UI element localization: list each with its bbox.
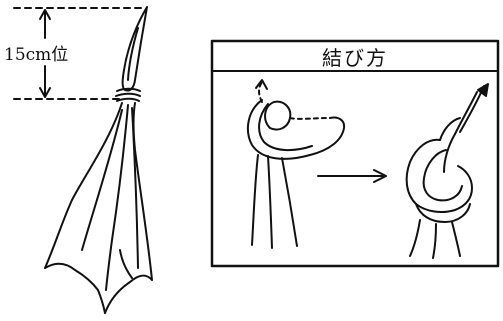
panel-title: 結び方 [322, 45, 388, 70]
measure-guides [13, 7, 143, 100]
measure-arrow-down-head [39, 87, 51, 98]
tying-method-panel [210, 39, 500, 268]
panel-frame [210, 39, 500, 268]
measure-label: 15cm位 [4, 45, 69, 65]
direction-arrow [317, 169, 387, 183]
tying-method-step2 [405, 83, 489, 259]
measure-arrow-up-head [39, 9, 51, 20]
scarf-knot-illustration [44, 6, 153, 314]
tying-method-step1 [246, 79, 346, 249]
